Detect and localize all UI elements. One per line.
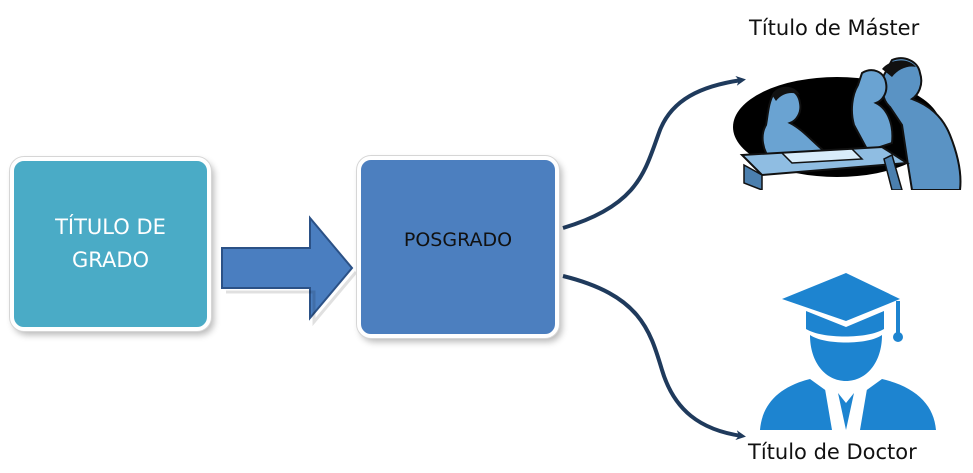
block-arrow xyxy=(221,215,358,327)
grado-label: TÍTULO DE GRADO xyxy=(55,215,166,272)
connector-to-master xyxy=(562,75,746,230)
connector-to-doctor xyxy=(562,274,746,441)
posgrado-box: POSGRADO xyxy=(357,156,559,338)
graduate-icon xyxy=(760,273,936,430)
master-caption: Título de Máster xyxy=(749,16,920,40)
grado-box: TÍTULO DE GRADO xyxy=(10,157,211,331)
doctor-caption: Título de Doctor xyxy=(748,440,917,464)
posgrado-label: POSGRADO xyxy=(403,229,513,251)
people-working-illustration xyxy=(733,57,962,190)
